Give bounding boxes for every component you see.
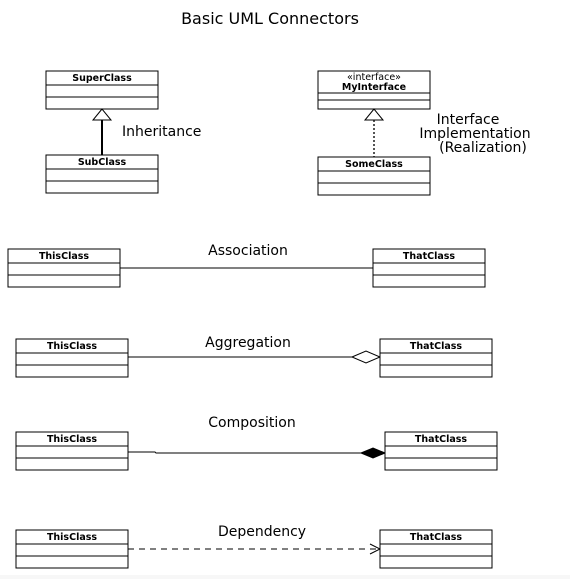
association-left-name: ThisClass: [39, 251, 89, 262]
superclass-box: SuperClass: [45, 70, 159, 110]
realization-label-line3: (Realization): [439, 140, 527, 156]
filled-diamond-icon: [359, 447, 387, 459]
dependency-label: Dependency: [218, 524, 306, 540]
hollow-triangle-arrowhead: [363, 108, 385, 121]
inheritance-label: Inheritance: [122, 124, 201, 140]
subclass-box: SubClass: [45, 154, 159, 194]
composition-label: Composition: [208, 415, 295, 431]
inheritance-connector: [91, 108, 113, 155]
subclass-name: SubClass: [78, 157, 127, 168]
realization-label-line1: Interface: [437, 112, 500, 128]
composition-left-name: ThisClass: [47, 434, 97, 445]
diagram-title: Basic UML Connectors: [181, 9, 359, 28]
interface-stereotype: «interface»: [347, 72, 401, 83]
composition-right-box: ThatClass: [384, 431, 498, 471]
aggregation-left-name: ThisClass: [47, 341, 97, 352]
realization-connector: [363, 108, 385, 157]
someclass-name: SomeClass: [345, 159, 403, 170]
composition-right-name: ThatClass: [415, 434, 467, 445]
association-right-name: ThatClass: [403, 251, 455, 262]
interface-box: «interface» MyInterface: [317, 70, 431, 110]
realization-label-line2: Implementation: [419, 126, 530, 142]
someclass-box: SomeClass: [317, 156, 431, 196]
aggregation-right-box: ThatClass: [379, 338, 493, 378]
association-right-box: ThatClass: [372, 248, 486, 288]
dependency-left-box: ThisClass: [15, 529, 129, 569]
interface-name: MyInterface: [342, 82, 406, 93]
aggregation-left-box: ThisClass: [15, 338, 129, 378]
hollow-triangle-arrowhead: [91, 108, 113, 121]
association-left-box: ThisClass: [7, 248, 121, 288]
composition-line: [128, 451, 363, 454]
composition-left-box: ThisClass: [15, 431, 129, 471]
dependency-left-name: ThisClass: [47, 532, 97, 543]
superclass-name: SuperClass: [72, 73, 132, 84]
hollow-diamond-icon: [350, 350, 382, 364]
dependency-right-name: ThatClass: [410, 532, 462, 543]
dependency-right-box: ThatClass: [379, 529, 493, 569]
association-label: Association: [208, 243, 288, 259]
aggregation-label: Aggregation: [205, 335, 291, 351]
aggregation-right-name: ThatClass: [410, 341, 462, 352]
